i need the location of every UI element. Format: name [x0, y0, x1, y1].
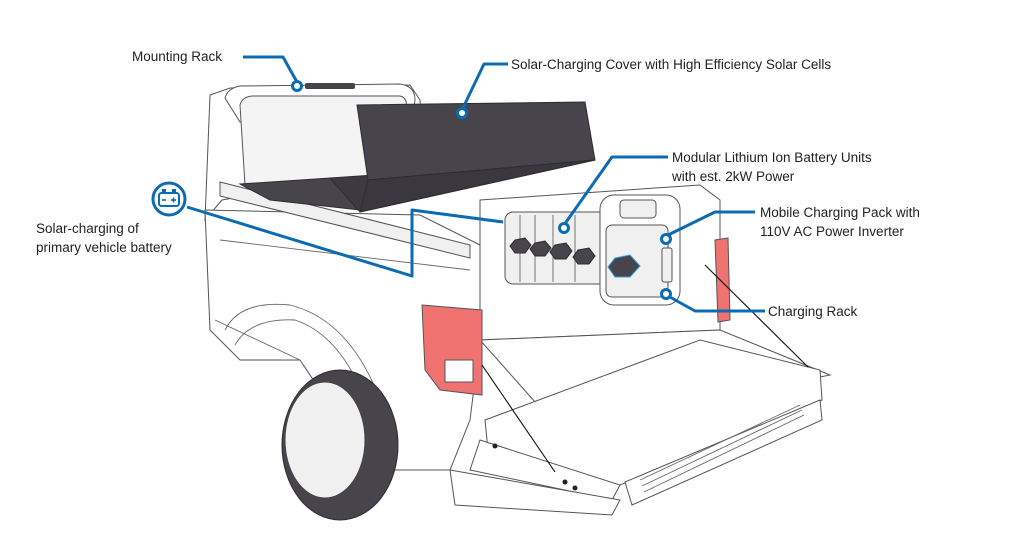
- label-battery-units-line2: with est. 2kW Power: [672, 169, 795, 184]
- label-mounting-rack: Mounting Rack: [132, 49, 223, 64]
- mounting-rack: [305, 83, 355, 89]
- label-mobile-pack-line2: 110V AC Power Inverter: [760, 224, 904, 239]
- callouts: [151, 55, 765, 313]
- leader-line: [704, 264, 809, 368]
- car-battery-icon: [158, 189, 180, 207]
- label-mobile-pack-line1: Mobile Charging Pack with: [760, 205, 920, 220]
- label-vehicle-battery-line2: primary vehicle battery: [36, 240, 172, 255]
- label-battery-units-line1: Modular Lithium Ion Battery Units: [672, 150, 872, 165]
- label-battery-units: Modular Lithium Ion Battery Units with e…: [672, 148, 872, 186]
- taillights: [421, 237, 731, 396]
- solar-cover: [238, 101, 596, 213]
- car-battery-icon-ring: [151, 181, 187, 217]
- battery-units: [504, 211, 614, 285]
- label-vehicle-battery: Solar-charging of primary vehicle batter…: [36, 219, 172, 257]
- label-solar-cover: Solar-Charging Cover with High Efficienc…: [511, 57, 832, 72]
- label-vehicle-battery-line1: Solar-charging of: [36, 221, 139, 236]
- label-charging-rack: Charging Rack: [768, 304, 858, 319]
- right-taillight: [714, 237, 731, 323]
- tailgate: [449, 339, 823, 516]
- mobile-charging-pack: [599, 194, 681, 306]
- leader-line: [481, 364, 556, 473]
- label-mobile-pack: Mobile Charging Pack with 110V AC Power …: [760, 203, 920, 241]
- rear-wheel: [281, 369, 399, 521]
